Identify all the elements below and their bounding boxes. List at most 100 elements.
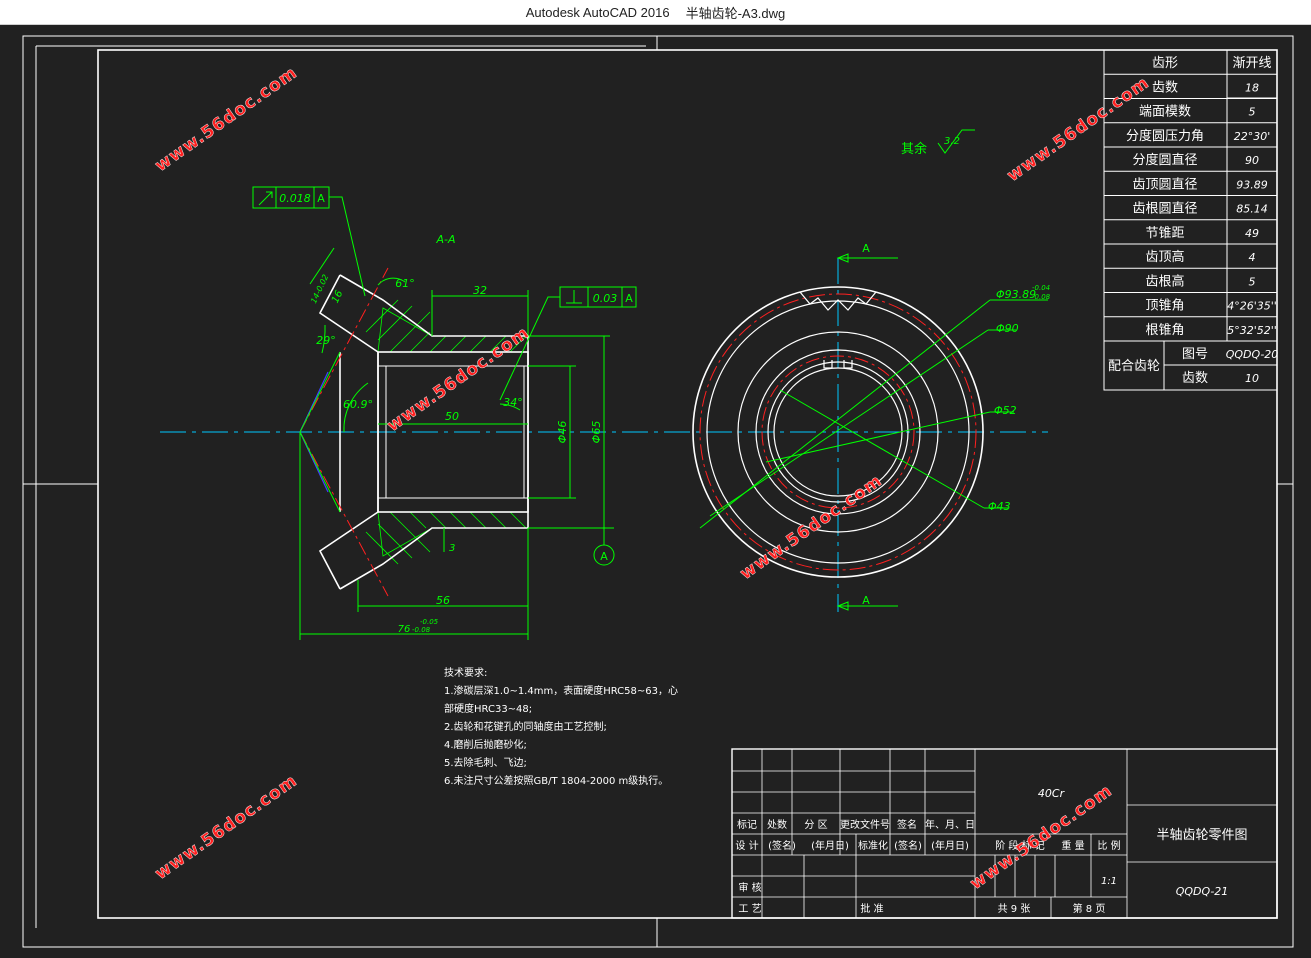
tech-line-4: 4.磨削后抛磨砂化; bbox=[444, 738, 527, 751]
dim-angle-61: 61° bbox=[395, 277, 415, 290]
perp-value: 0.03 bbox=[593, 292, 618, 305]
gear-param-value: 93.89 bbox=[1236, 178, 1268, 191]
gear-param-label: 端面模数 bbox=[1139, 105, 1191, 120]
tech-line-1: 1.渗碳层深1.0~1.4mm，表面硬度HRC58~63，心 bbox=[444, 684, 678, 697]
sheet-count: 共 9 张 bbox=[998, 903, 1031, 915]
hdr-zone: 分 区 bbox=[804, 819, 827, 831]
dim-angle-34: 34° bbox=[503, 396, 523, 409]
end-view: A A Φ93.89 -0.04 -0 bbox=[692, 242, 1051, 612]
dim-76-tol-upper: -0.05 bbox=[420, 618, 439, 626]
tech-line-6: 6.未注尺寸公差按照GB/T 1804-2000 m级执行。 bbox=[444, 774, 668, 787]
approve-label: 批 准 bbox=[860, 902, 883, 915]
gear-param-label: 齿根圆直径 bbox=[1132, 202, 1197, 217]
drawing-number: QQDQ-21 bbox=[1176, 885, 1229, 898]
review-label: 审 核 bbox=[738, 881, 761, 894]
runout-tolerance-frame: 0.018 A bbox=[252, 186, 366, 297]
gear-param-label: 分度圆直径 bbox=[1132, 152, 1197, 168]
runout-datum: A bbox=[317, 192, 325, 205]
hatch-top bbox=[365, 299, 529, 353]
drawing-canvas[interactable]: 齿形 渐开线齿数 18 端面模数 5 分度圆压力角 22°30' 分度圆直径 90 齿顶圆直径 93… bbox=[0, 24, 1311, 954]
hdr-change-doc: 更改文件号 bbox=[840, 818, 890, 831]
perp-datum: A bbox=[625, 292, 633, 305]
gear-param-label: 齿根高 bbox=[1145, 273, 1184, 289]
app-name: Autodesk AutoCAD 2016 bbox=[525, 4, 670, 20]
row-design-sign: (签名) bbox=[768, 839, 796, 852]
watermark-1: www.56doc.com bbox=[151, 63, 301, 176]
dim-3: 3 bbox=[449, 543, 455, 554]
dim-32: 32 bbox=[473, 284, 487, 297]
gear-param-value: 22°30' bbox=[1234, 130, 1271, 143]
dim-dia46: Φ46 bbox=[556, 421, 569, 444]
scale: 1:1 bbox=[1101, 876, 1117, 887]
dim-76-tol-lower: -0.08 bbox=[412, 626, 431, 634]
part-name: 半轴齿轮零件图 bbox=[1156, 828, 1247, 843]
section-title: A-A bbox=[435, 233, 455, 246]
gear-param-value: 5 bbox=[1249, 275, 1256, 288]
dim-angle-29: 29° bbox=[316, 334, 336, 347]
technical-requirements: 技术要求: 1.渗碳层深1.0~1.4mm，表面硬度HRC58~63，心 部硬度… bbox=[444, 666, 678, 787]
weight-label: 重 量 bbox=[1061, 839, 1084, 852]
hdr-mark: 标记 bbox=[737, 819, 757, 831]
gear-param-value: 90 bbox=[1245, 154, 1259, 167]
gear-param-label: 分度圆压力角 bbox=[1126, 128, 1204, 144]
datum-label: A bbox=[600, 550, 608, 563]
gear-param-value: 4°26'35'' bbox=[1227, 300, 1277, 313]
gear-param-label: 节锥距 bbox=[1145, 226, 1184, 241]
watermark-5: www.56doc.com bbox=[151, 771, 301, 884]
row-standard-sign: (签名) bbox=[894, 839, 922, 852]
mating-teeth-label: 齿数 bbox=[1182, 371, 1208, 386]
gear-param-value: 18 bbox=[1245, 81, 1259, 94]
dim-76: 76 bbox=[398, 624, 411, 635]
gear-param-value: 5°32'52'' bbox=[1227, 324, 1277, 337]
material: 40Cr bbox=[1038, 787, 1066, 800]
dim-dia65: Φ65 bbox=[590, 421, 603, 444]
gear-param-label: 齿顶高 bbox=[1145, 249, 1184, 265]
perpendicularity-frame: 0.03 A bbox=[499, 286, 637, 401]
dim-dia-93-tol-upper: -0.04 bbox=[1032, 284, 1050, 292]
dim-angle-60: 60.9° bbox=[343, 398, 373, 411]
dim-dia-90: Φ90 bbox=[996, 322, 1019, 335]
row-design-date: (年月日) bbox=[811, 839, 849, 852]
mating-teeth: 10 bbox=[1245, 372, 1259, 385]
section-mark-bottom: A bbox=[862, 594, 870, 607]
row-standard-date: (年月日) bbox=[931, 839, 969, 852]
gear-param-value: 49 bbox=[1245, 227, 1259, 240]
gear-param-label: 齿数 bbox=[1152, 80, 1178, 95]
gear-param-value: 渐开线 bbox=[1232, 56, 1271, 71]
section-mark-top: A bbox=[862, 242, 870, 255]
stage-label: 阶 段 标 记 bbox=[995, 839, 1045, 852]
section-marker-a: A A bbox=[836, 242, 898, 611]
row-standard: 标准化 bbox=[858, 839, 888, 852]
roughness-note: 其余 3.2 bbox=[901, 129, 975, 157]
end-view-dimension-leaders bbox=[699, 299, 1048, 529]
mating-drawing-no-label: 图号 bbox=[1182, 347, 1208, 362]
mating-gear-label: 配合齿轮 bbox=[1108, 359, 1160, 374]
tech-line-2: 部硬度HRC33~48; bbox=[444, 702, 532, 715]
dim-dia-93: Φ93.89 bbox=[996, 288, 1036, 301]
gear-param-value: 85.14 bbox=[1236, 203, 1268, 216]
dim-dia-93-tol-lower: -0.08 bbox=[1032, 293, 1051, 301]
section-view-a-a: A-A bbox=[160, 186, 1048, 640]
dim-50: 50 bbox=[445, 410, 459, 423]
gear-param-value: 5 bbox=[1249, 106, 1256, 119]
dim-16: 16 bbox=[330, 289, 345, 305]
sheet-number: 第 8 页 bbox=[1073, 902, 1106, 915]
scale-label: 比 例 bbox=[1097, 839, 1120, 852]
window-title-bar: Autodesk AutoCAD 2016 半轴齿轮-A3.dwg bbox=[0, 0, 1311, 25]
title-block: 40Cr 半轴齿轮零件图 QQDQ-21 1:1 标记 处数 分 区 更改文件号… bbox=[731, 748, 1278, 919]
gear-param-value: 4 bbox=[1249, 251, 1256, 264]
dim-dia-43: Φ43 bbox=[988, 500, 1011, 513]
file-name: 半轴齿轮-A3.dwg bbox=[685, 5, 786, 21]
section-dimension-lines bbox=[299, 247, 610, 640]
gear-param-label: 齿顶圆直径 bbox=[1132, 177, 1197, 192]
runout-value: 0.018 bbox=[279, 192, 311, 205]
dim-dia-52: Φ52 bbox=[994, 404, 1017, 417]
tech-line-3: 2.齿轮和花键孔的同轴度由工艺控制; bbox=[444, 720, 607, 733]
gear-param-label: 齿形 bbox=[1152, 56, 1178, 71]
gear-param-label: 根锥角 bbox=[1145, 323, 1184, 338]
tech-line-5: 5.去除毛刺、飞边; bbox=[444, 756, 527, 769]
datum-symbol-a: A bbox=[593, 527, 615, 566]
